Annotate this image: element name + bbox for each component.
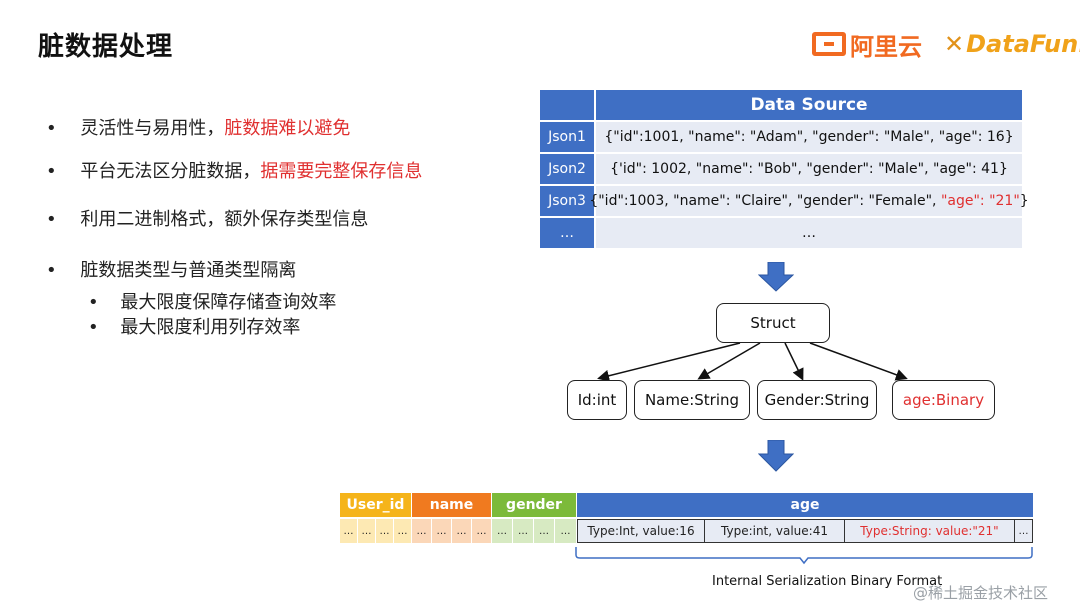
- aliyun-bracket-icon: [812, 32, 846, 56]
- binary-cell: …: [412, 519, 432, 543]
- brace-icon: [575, 547, 1033, 565]
- struct-connectors: [597, 342, 908, 382]
- binary-cell: …: [358, 519, 376, 543]
- age-cell-3: Type:String: value:"21": [845, 519, 1015, 543]
- column-header-age: age: [577, 493, 1033, 517]
- field-node-id: Id:int: [567, 380, 627, 420]
- bullet-item-2: • 平台无法区分脏数据，据需要完整保存信息: [46, 157, 422, 183]
- column-header-name: name: [412, 493, 492, 517]
- row-value-more: …: [596, 218, 1022, 248]
- binary-cell: …: [472, 519, 492, 543]
- row-value-json2: {'id": 1002, "name": "Bob", "gender": "M…: [596, 154, 1022, 184]
- bullet-dot: •: [46, 209, 57, 230]
- json-text-tail: }: [1019, 193, 1029, 209]
- datafun-x-icon: ✕: [944, 30, 965, 58]
- row-label-json1: Json1: [540, 122, 594, 152]
- down-arrow-icon: [758, 262, 794, 292]
- field-node-name: Name:String: [634, 380, 750, 420]
- binary-cell: …: [452, 519, 472, 543]
- column-header-user-id: User_id: [340, 493, 412, 517]
- binary-cell: …: [555, 519, 577, 543]
- bullet-highlight: 脏数据难以避免: [224, 118, 351, 139]
- binary-caption: Internal Serialization Binary Format: [712, 574, 943, 589]
- binary-cell: …: [432, 519, 452, 543]
- watermark: @稀土掘金技术社区: [913, 584, 1049, 602]
- age-cell-1: Type:Int, value:16: [577, 519, 705, 543]
- row-value-json3: {"id":1003, "name": "Claire", "gender": …: [589, 186, 1029, 216]
- bullet-text: 最大限度保障存储查询效率: [120, 292, 337, 313]
- aliyun-logo-text: 阿里云: [850, 32, 922, 61]
- json-text: {"id":1003, "name": "Claire", "gender": …: [589, 193, 941, 209]
- json-text: {"id":1001, "name": "Adam", "gender": "M…: [604, 129, 1014, 145]
- bullet-item-1: • 灵活性与易用性，脏数据难以避免: [46, 114, 350, 140]
- age-cell-2: Type:int, value:41: [705, 519, 845, 543]
- bullet-text: 利用二进制格式，额外保存类型信息: [80, 209, 369, 230]
- bullet-item-4: • 脏数据类型与普通类型隔离: [46, 256, 296, 282]
- binary-cell: …: [492, 519, 513, 543]
- row-label-json2: Json2: [540, 154, 594, 184]
- datafun-logo-text: DataFun.: [966, 30, 1080, 58]
- field-node-age: age:Binary: [892, 380, 995, 420]
- row-value-json1: {"id":1001, "name": "Adam", "gender": "M…: [596, 122, 1022, 152]
- bullet-dot: •: [46, 161, 57, 182]
- bullet-dot: •: [46, 118, 57, 139]
- bullet-dot: •: [88, 292, 99, 313]
- json-text-highlight: "age": "21": [940, 193, 1020, 209]
- datafun-logo: ✕DataFun.: [944, 30, 1080, 58]
- page-title: 脏数据处理: [38, 32, 174, 62]
- binary-cell: …: [394, 519, 412, 543]
- binary-cell: …: [376, 519, 394, 543]
- bullet-highlight: 据需要完整保存信息: [260, 161, 423, 182]
- bullet-text: 最大限度利用列存效率: [120, 317, 301, 338]
- bullet-text: 脏数据类型与普通类型隔离: [80, 260, 297, 281]
- table-corner: [540, 90, 594, 120]
- bullet-item-3: • 利用二进制格式，额外保存类型信息: [46, 205, 368, 231]
- binary-cell: …: [513, 519, 534, 543]
- bullet-text: 平台无法区分脏数据，: [80, 161, 261, 182]
- binary-cell: …: [340, 519, 358, 543]
- column-header-gender: gender: [492, 493, 577, 517]
- down-arrow-icon: [758, 440, 794, 472]
- bullet-dot: •: [88, 317, 99, 338]
- field-node-gender: Gender:String: [757, 380, 877, 420]
- bullet-dot: •: [46, 260, 57, 281]
- row-label-json3: Json3: [540, 186, 594, 216]
- data-source-header: Data Source: [596, 90, 1022, 120]
- bullet-text: 灵活性与易用性，: [80, 118, 225, 139]
- binary-cell: …: [534, 519, 555, 543]
- sub-bullet-item-2: • 最大限度利用列存效率: [88, 313, 300, 339]
- json-text: {'id": 1002, "name": "Bob", "gender": "M…: [610, 161, 1008, 177]
- age-cell-more: …: [1015, 519, 1033, 543]
- row-label-more: …: [540, 218, 594, 248]
- sub-bullet-item-1: • 最大限度保障存储查询效率: [88, 288, 336, 314]
- struct-node: Struct: [716, 303, 830, 343]
- aliyun-logo: 阿里云: [812, 28, 922, 61]
